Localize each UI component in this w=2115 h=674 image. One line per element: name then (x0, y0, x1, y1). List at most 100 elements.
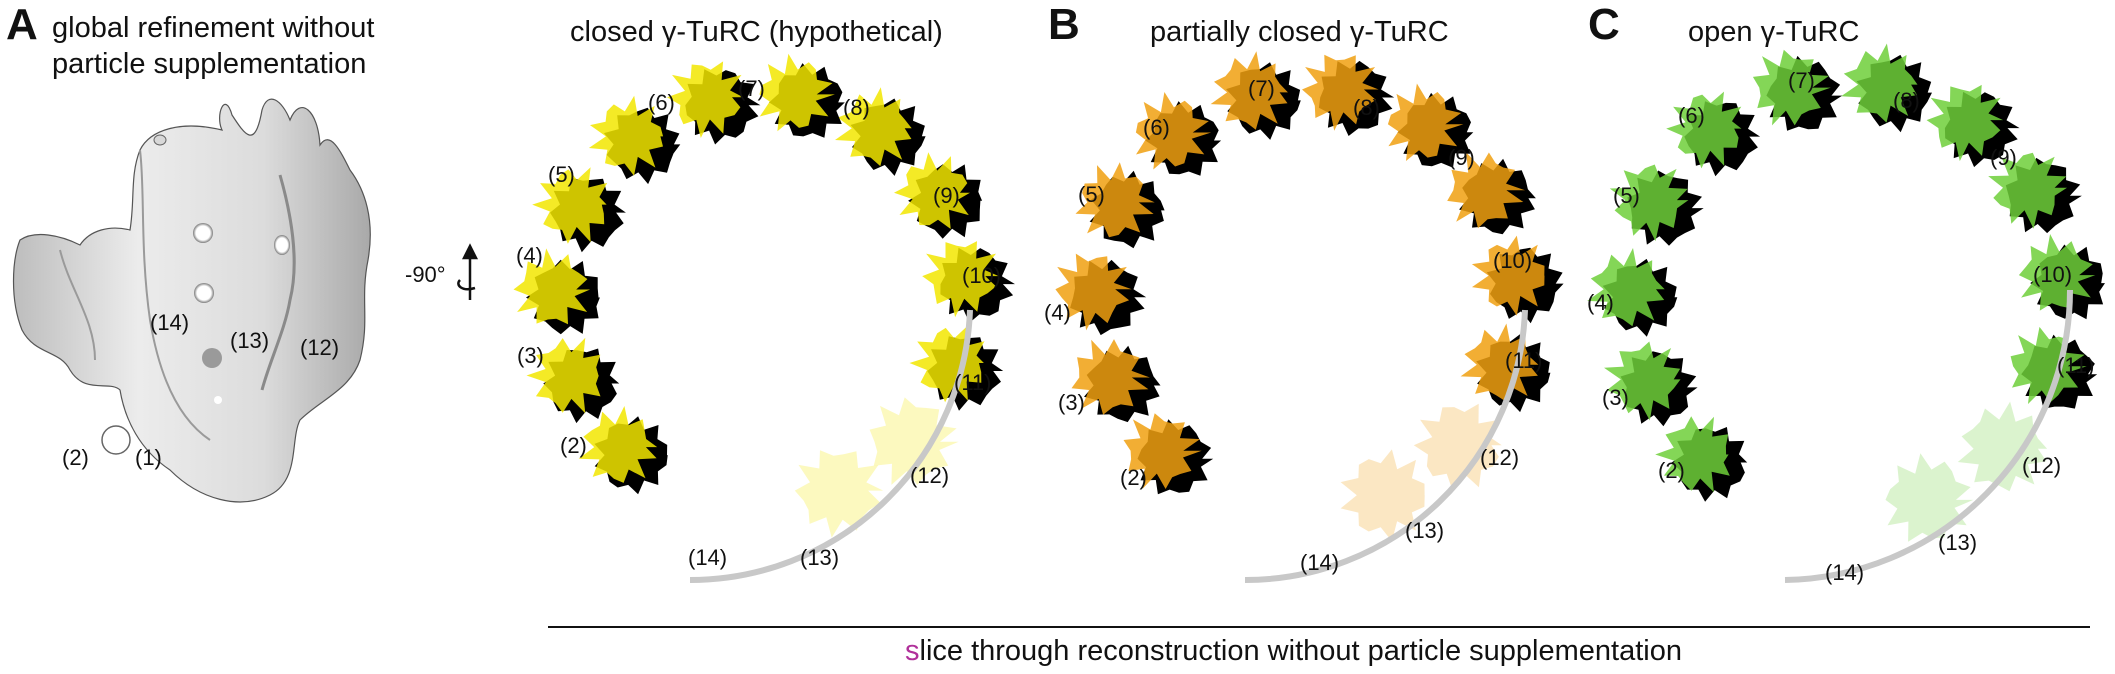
closed-label-7: (7) (738, 76, 765, 101)
caption-text: lice through reconstruction without part… (919, 635, 1682, 667)
panel-letter-c: C (1588, 0, 1620, 49)
partial-label-7: (7) (1248, 76, 1275, 101)
closed-label-8: (8) (843, 95, 870, 120)
caption: slice through reconstruction without par… (905, 635, 1682, 668)
panel-letter-a: A (6, 0, 38, 49)
protein-subunit (922, 241, 999, 318)
faded-subunit (1340, 449, 1425, 542)
partial-label-9: (9) (1448, 145, 1475, 170)
protein-subunit (1666, 91, 1742, 169)
open-label-5: (5) (1613, 183, 1640, 208)
open-label-4: (4) (1587, 290, 1614, 315)
panel-a-title-line1: global refinement without (52, 12, 375, 44)
open-label-8: (8) (1893, 88, 1920, 113)
protein-subunit (1655, 416, 1730, 493)
closed-label-12: (12) (910, 463, 950, 488)
partial-label-6: (6) (1143, 115, 1170, 140)
ring-partial (1055, 51, 1564, 542)
protein-subunit (578, 406, 658, 483)
closed-label-14: (14) (688, 545, 728, 570)
label-1: (1) (135, 445, 162, 470)
protein-subunit (1135, 92, 1212, 170)
closed-label-4: (4) (516, 243, 543, 268)
protein-subunit (1447, 152, 1525, 229)
protein-subunit (1587, 248, 1665, 327)
map-hole (274, 235, 290, 255)
map-hole (193, 223, 213, 243)
protein-subunit (1075, 162, 1155, 238)
open-label-14: (14) (1825, 560, 1865, 585)
faded-subunit (794, 450, 884, 538)
open-title: open γ-TuRC (1688, 16, 1860, 48)
label-13: (13) (230, 328, 270, 353)
protein-subunit (1752, 49, 1831, 126)
protein-subunit (835, 87, 912, 167)
rotation-arrow-icon (457, 243, 479, 300)
protein-subunit (1210, 51, 1288, 130)
protein-subunit (1055, 253, 1132, 331)
open-label-11: (11) (2057, 353, 2095, 378)
protein-subunit (588, 95, 664, 176)
closed-label-6: (6) (648, 90, 675, 115)
protein-subunit (1604, 341, 1681, 421)
closed-label-10: (10) (962, 263, 1002, 288)
arc-open (1784, 289, 2073, 583)
protein-subunit (1988, 152, 2067, 229)
protein-subunit (667, 61, 744, 138)
closed-label-2: (2) (560, 433, 587, 458)
arc-closed (689, 309, 973, 583)
ring-open (1587, 43, 2105, 542)
label-14: (14) (150, 310, 190, 335)
faded-subunit (1413, 403, 1502, 492)
closed-label-5: (5) (548, 162, 575, 187)
rotation-label: -90° (405, 262, 446, 287)
protein-subunit (526, 337, 601, 414)
label-12: (12) (300, 335, 340, 360)
cryo-em-map (12, 98, 371, 503)
open-label-7: (7) (1788, 68, 1815, 93)
protein-subunit (513, 248, 591, 325)
closed-label-11: (11) (954, 370, 992, 395)
open-label-12: (12) (2022, 453, 2062, 478)
protein-subunit (1387, 83, 1464, 161)
map-hole (194, 283, 214, 303)
caption-highlight: s (905, 635, 920, 667)
label-2: (2) (62, 445, 89, 470)
protein-subunit (2018, 234, 2096, 311)
protein-subunit (1302, 54, 1379, 131)
partial-label-5: (5) (1078, 182, 1105, 207)
protein-subunit (2010, 326, 2087, 404)
panel-a-title-line2: particle supplementation (52, 48, 367, 80)
arc-partial (1244, 309, 1528, 583)
partial-title: partially closed γ-TuRC (1150, 16, 1449, 48)
closed-title: closed γ-TuRC (hypothetical) (570, 16, 943, 48)
open-label-3: (3) (1602, 385, 1629, 410)
protein-subunit (532, 167, 608, 244)
faded-subunit (1957, 401, 2048, 492)
partial-label-12: (12) (1480, 445, 1520, 470)
open-label-13: (13) (1938, 530, 1978, 555)
open-label-6: (6) (1678, 103, 1705, 128)
faded-subunit (1885, 453, 1974, 542)
closed-label-3: (3) (517, 343, 544, 368)
protein-subunit (1123, 413, 1202, 489)
protein-subunit (1471, 235, 1545, 316)
protein-subunit (894, 152, 970, 229)
open-label-2: (2) (1658, 458, 1685, 483)
protein-subunit (1609, 164, 1689, 242)
protein-subunit (1841, 43, 1918, 123)
partial-label-3: (3) (1058, 390, 1085, 415)
partial-label-13: (13) (1405, 518, 1445, 543)
protein-subunit (1071, 339, 1150, 415)
protein-subunit (909, 325, 985, 403)
faded-subunit (869, 397, 959, 485)
open-label-9: (9) (1990, 145, 2017, 170)
partial-label-11: (11) (1505, 348, 1543, 373)
partial-label-10: (10) (1493, 248, 1533, 273)
open-label-10: (10) (2033, 262, 2073, 287)
closed-label-9: (9) (933, 183, 960, 208)
partial-label-4: (4) (1044, 300, 1071, 325)
panel-letter-b: B (1048, 0, 1080, 49)
partial-label-14: (14) (1300, 550, 1340, 575)
